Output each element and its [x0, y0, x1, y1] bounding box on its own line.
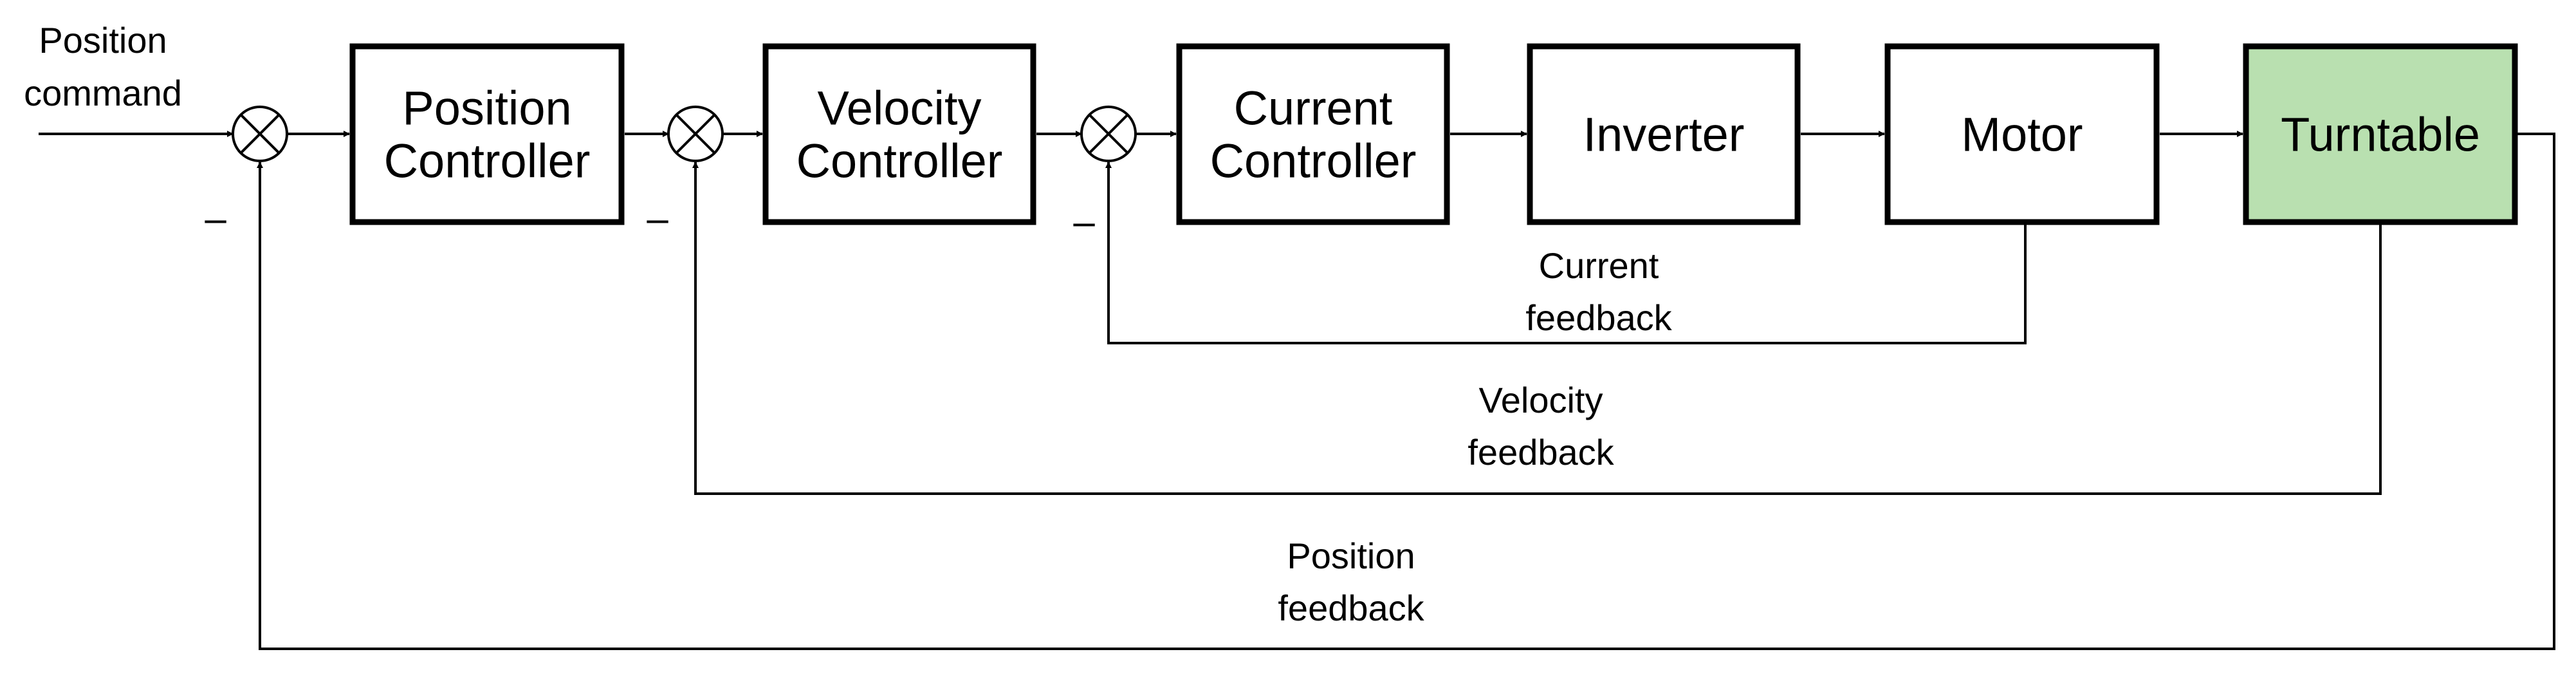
turntable-label: Turntable	[2281, 108, 2480, 162]
inverter-label: Inverter	[1583, 108, 1745, 162]
inverter-block: Inverter	[1527, 43, 1801, 225]
position-controller-label: Controller	[384, 135, 591, 188]
position-feedback-label: feedback	[1278, 588, 1424, 628]
current-controller-label: Controller	[1210, 135, 1417, 188]
velocity-controller-label: Velocity	[817, 82, 981, 135]
position-controller-label: Position	[402, 82, 571, 135]
velocity-feedback-wire	[692, 162, 2382, 495]
blocks: PositionControllerVelocityControllerCurr…	[349, 43, 2518, 225]
motor-block: Motor	[1884, 43, 2160, 225]
signal-wires	[39, 131, 2555, 650]
minus-sign: –	[1073, 200, 1095, 243]
summing-junction	[1080, 106, 1137, 162]
position-feedback-wire	[257, 133, 2555, 650]
current-feedback-label: Current	[1539, 245, 1659, 286]
position-command-label: Position	[39, 20, 167, 61]
summing-junction	[667, 106, 724, 162]
current-feedback-wire	[1105, 162, 2027, 344]
velocity-feedback-label: Velocity	[1479, 380, 1603, 420]
velocity-controller-label: Controller	[796, 135, 1003, 188]
summing-junctions	[232, 106, 1137, 162]
velocity-feedback-label: feedback	[1467, 432, 1614, 472]
position-feedback-label: Position	[1287, 536, 1415, 576]
summing-junction	[232, 106, 288, 162]
labels: PositioncommandCurrentfeedbackVelocityfe…	[24, 20, 1673, 628]
minus-sign: –	[205, 197, 226, 240]
current-controller-label: Current	[1234, 82, 1393, 135]
minus-sign: –	[647, 197, 668, 240]
position-command-label: command	[24, 73, 182, 113]
turntable-block: Turntable	[2243, 43, 2518, 225]
motor-label: Motor	[1961, 108, 2083, 162]
current-feedback-label: feedback	[1525, 297, 1672, 338]
